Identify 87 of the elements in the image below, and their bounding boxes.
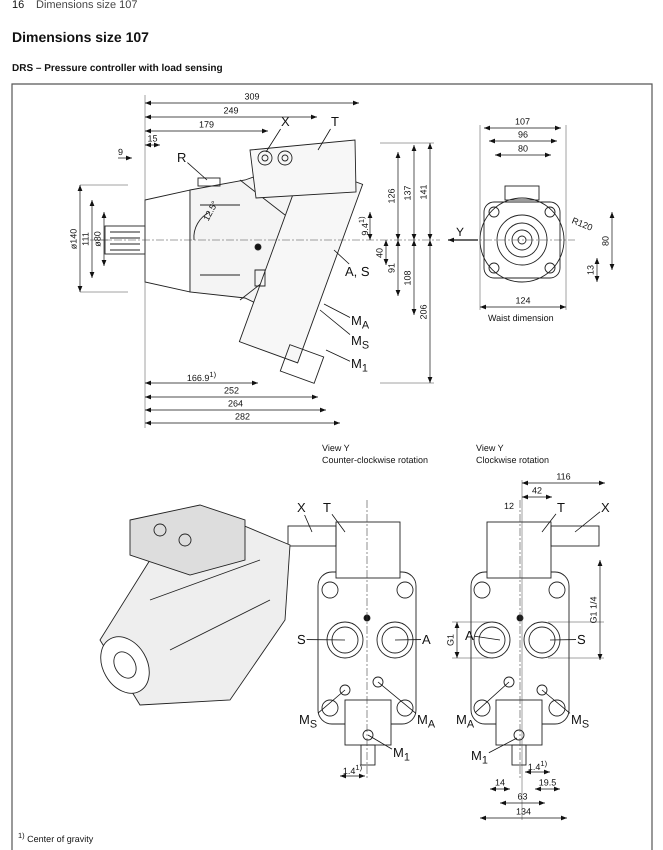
dimension-value: ø140 xyxy=(70,228,78,249)
dimension-value: 80 xyxy=(518,144,528,154)
dimension-value: 19.5 xyxy=(538,778,556,788)
dimension-value: 124 xyxy=(515,296,531,306)
dimension-value: 1.4$^{1)}$ xyxy=(342,764,362,776)
port-label: X xyxy=(280,114,291,129)
leader-line xyxy=(326,350,350,362)
port-label: T xyxy=(556,500,566,515)
dimension-value: 141 xyxy=(420,184,428,200)
leader-line xyxy=(368,734,392,750)
leader-line xyxy=(474,682,510,714)
leader-line xyxy=(378,682,416,714)
footnote-text: $^{1)}$ Center of gravity xyxy=(18,832,94,844)
port-label: M$_{1}$ xyxy=(392,745,411,764)
dimension-value: 309 xyxy=(244,92,260,102)
port-label: X xyxy=(296,500,307,515)
port-label: A, S xyxy=(344,264,371,279)
port-label: A xyxy=(421,632,432,647)
leader-line xyxy=(332,514,346,532)
leader-line xyxy=(266,128,281,152)
dimension-value: 111 xyxy=(82,232,90,246)
dimension-value: 42 xyxy=(532,486,542,496)
dimension-value: 12 xyxy=(504,502,514,511)
view-caption: Counter-clockwise rotation xyxy=(322,456,428,465)
page-title: Dimensions size 107 xyxy=(12,30,149,44)
leader-line xyxy=(574,511,600,532)
dimension-value: 179 xyxy=(198,120,214,130)
dimension-value: 9 xyxy=(118,148,124,157)
radius-value: R120 xyxy=(570,216,594,233)
dimension-value: 1.4$^{1)}$ xyxy=(528,760,548,772)
dimension-value: 80 xyxy=(602,236,610,246)
port-label: S xyxy=(296,632,307,647)
view-title: View Y xyxy=(476,444,504,453)
port-label: T xyxy=(322,500,332,515)
leader-line xyxy=(542,514,556,532)
port-label: R xyxy=(176,150,188,165)
dimension-value: 15 xyxy=(148,134,158,144)
leader-line xyxy=(186,162,208,180)
leader-line xyxy=(488,738,518,754)
view-caption: Clockwise rotation xyxy=(476,456,550,465)
view-letter: Y xyxy=(456,226,464,238)
angle-value: 12.5° xyxy=(202,200,220,223)
leader-line xyxy=(334,250,350,264)
dimension-value: 206 xyxy=(420,304,428,320)
section-subtitle: DRS – Pressure controller with load sensing xyxy=(12,64,223,74)
dimension-value: 96 xyxy=(518,130,528,140)
dimension-value: 264 xyxy=(228,400,244,408)
dimension-value: 107 xyxy=(514,118,530,126)
dimension-value: 40 xyxy=(376,248,384,258)
leader-line xyxy=(550,639,576,640)
leader-line xyxy=(306,639,346,640)
dimension-value: 137 xyxy=(404,184,412,200)
port-label: M$_{A}$ xyxy=(455,712,476,732)
port-label: X xyxy=(600,500,611,515)
port-label: M$_{1}$ xyxy=(350,356,369,376)
dimension-value: 14 xyxy=(495,778,505,788)
dimension-value: 134 xyxy=(516,808,532,816)
note-text: Waist dimension xyxy=(488,314,554,323)
dimension-value: G1 xyxy=(446,634,456,646)
dimension-value: G1 1/4 xyxy=(590,596,598,624)
port-label: M$_{1}$ xyxy=(470,748,489,768)
dimension-value: 13 xyxy=(586,265,596,275)
port-label: M$_{S}$ xyxy=(350,333,370,352)
leader-line xyxy=(320,310,350,335)
running-header: Dimensions size 107 xyxy=(36,0,138,11)
dimension-value: 91 xyxy=(388,263,396,273)
port-label: T xyxy=(330,114,340,129)
dimension-value: 252 xyxy=(224,386,240,396)
leader-line xyxy=(304,514,312,532)
port-label: M$_{S}$ xyxy=(570,712,590,732)
view-title: View Y xyxy=(322,444,350,453)
leader-line xyxy=(318,128,331,150)
port-label: S xyxy=(576,632,587,647)
dimension-value: 282 xyxy=(234,412,250,422)
dimension-value: 63 xyxy=(518,792,528,802)
leader-line xyxy=(474,636,500,640)
dimension-value: ø80 xyxy=(94,231,102,247)
page-number: 16 xyxy=(12,0,24,11)
port-label: M$_{A}$ xyxy=(416,712,436,732)
dimension-value: 166.9$^{1)}$ xyxy=(186,371,216,383)
dimension-value: 116 xyxy=(556,472,571,482)
leader-line xyxy=(324,304,350,318)
dimension-value: 126 xyxy=(388,188,396,204)
dimension-value: 249 xyxy=(223,106,239,116)
port-label: M$_{S}$ xyxy=(298,712,318,732)
dimension-value: 108 xyxy=(404,270,412,286)
port-label: M$_{A}$ xyxy=(350,313,370,332)
